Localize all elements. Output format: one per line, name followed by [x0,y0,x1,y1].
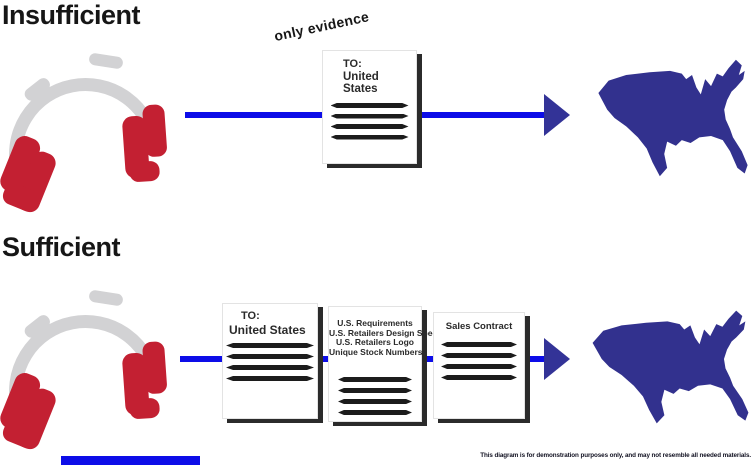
requirement-item: U.S. Retailers Design Specs. [329,327,445,338]
recipient-text: United States [229,323,306,337]
flow-arrow-head [544,338,570,380]
redacted-text-block [329,377,421,415]
shipping-label-document: TO: United States [322,50,417,164]
flow-arrow-head [544,94,570,136]
redacted-text-line [338,410,412,415]
redacted-text-line [226,343,314,348]
requirements-document: U.S. Requirements U.S. Retailers Design … [328,306,445,422]
headphone-band-stroke [89,290,123,306]
redacted-text-line [330,134,409,140]
annotation-only-evidence: only evidence [272,8,371,45]
headphone-band-stroke [24,315,50,338]
usa-silhouette [592,310,749,424]
redacted-text-line [441,342,517,347]
section-title-insufficient: Insufficient [2,0,141,30]
redacted-text-line [338,388,412,393]
requirement-item: U.S. Requirements [337,318,413,328]
usa-map-icon [592,310,749,424]
requirement-item: U.S. Retailers Logo [336,337,414,347]
requirement-item: Unique Stock Numbers [329,346,423,357]
redacted-text-line [338,377,412,382]
headphone-band-stroke [24,78,50,101]
headphones-icon [0,53,167,213]
sales-contract-document: Sales Contract [433,312,525,419]
redacted-text-line [441,353,517,358]
redacted-text-line [226,354,314,359]
shipping-label-document: TO: United States [222,303,318,419]
redacted-text-block [434,342,524,380]
sufficient-section: Sufficient TO: [0,230,753,465]
section-title-sufficient: Sufficient [2,232,121,262]
document-title: Sales Contract [445,321,513,332]
to-label: TO: [343,58,362,70]
redacted-text-line [330,113,409,119]
redacted-text-line [226,365,314,370]
usa-map-icon [598,59,748,177]
redacted-text-line [330,124,409,129]
insufficient-section: Insufficient only evi [0,0,753,230]
usa-silhouette [598,59,748,177]
headphones-icon [0,290,167,450]
redacted-text-line [441,364,517,369]
to-label: TO: [241,310,260,322]
redacted-text-block [223,343,317,381]
disclaimer-footnote: This diagram is for demonstration purpos… [480,452,751,459]
redacted-text-line [226,376,314,381]
requirements-text-block: U.S. Requirements U.S. Retailers Design … [329,318,445,357]
redacted-text-line [441,375,517,380]
headphone-ear-cups [0,341,167,450]
headphone-ear-cups [0,104,167,213]
headphone-band-stroke [89,53,123,69]
redacted-text-line [338,399,412,404]
recipient-text: United States [343,71,379,95]
redacted-text-line [330,103,409,108]
blue-bar-fragment [61,456,200,465]
redacted-text-block [323,103,416,140]
